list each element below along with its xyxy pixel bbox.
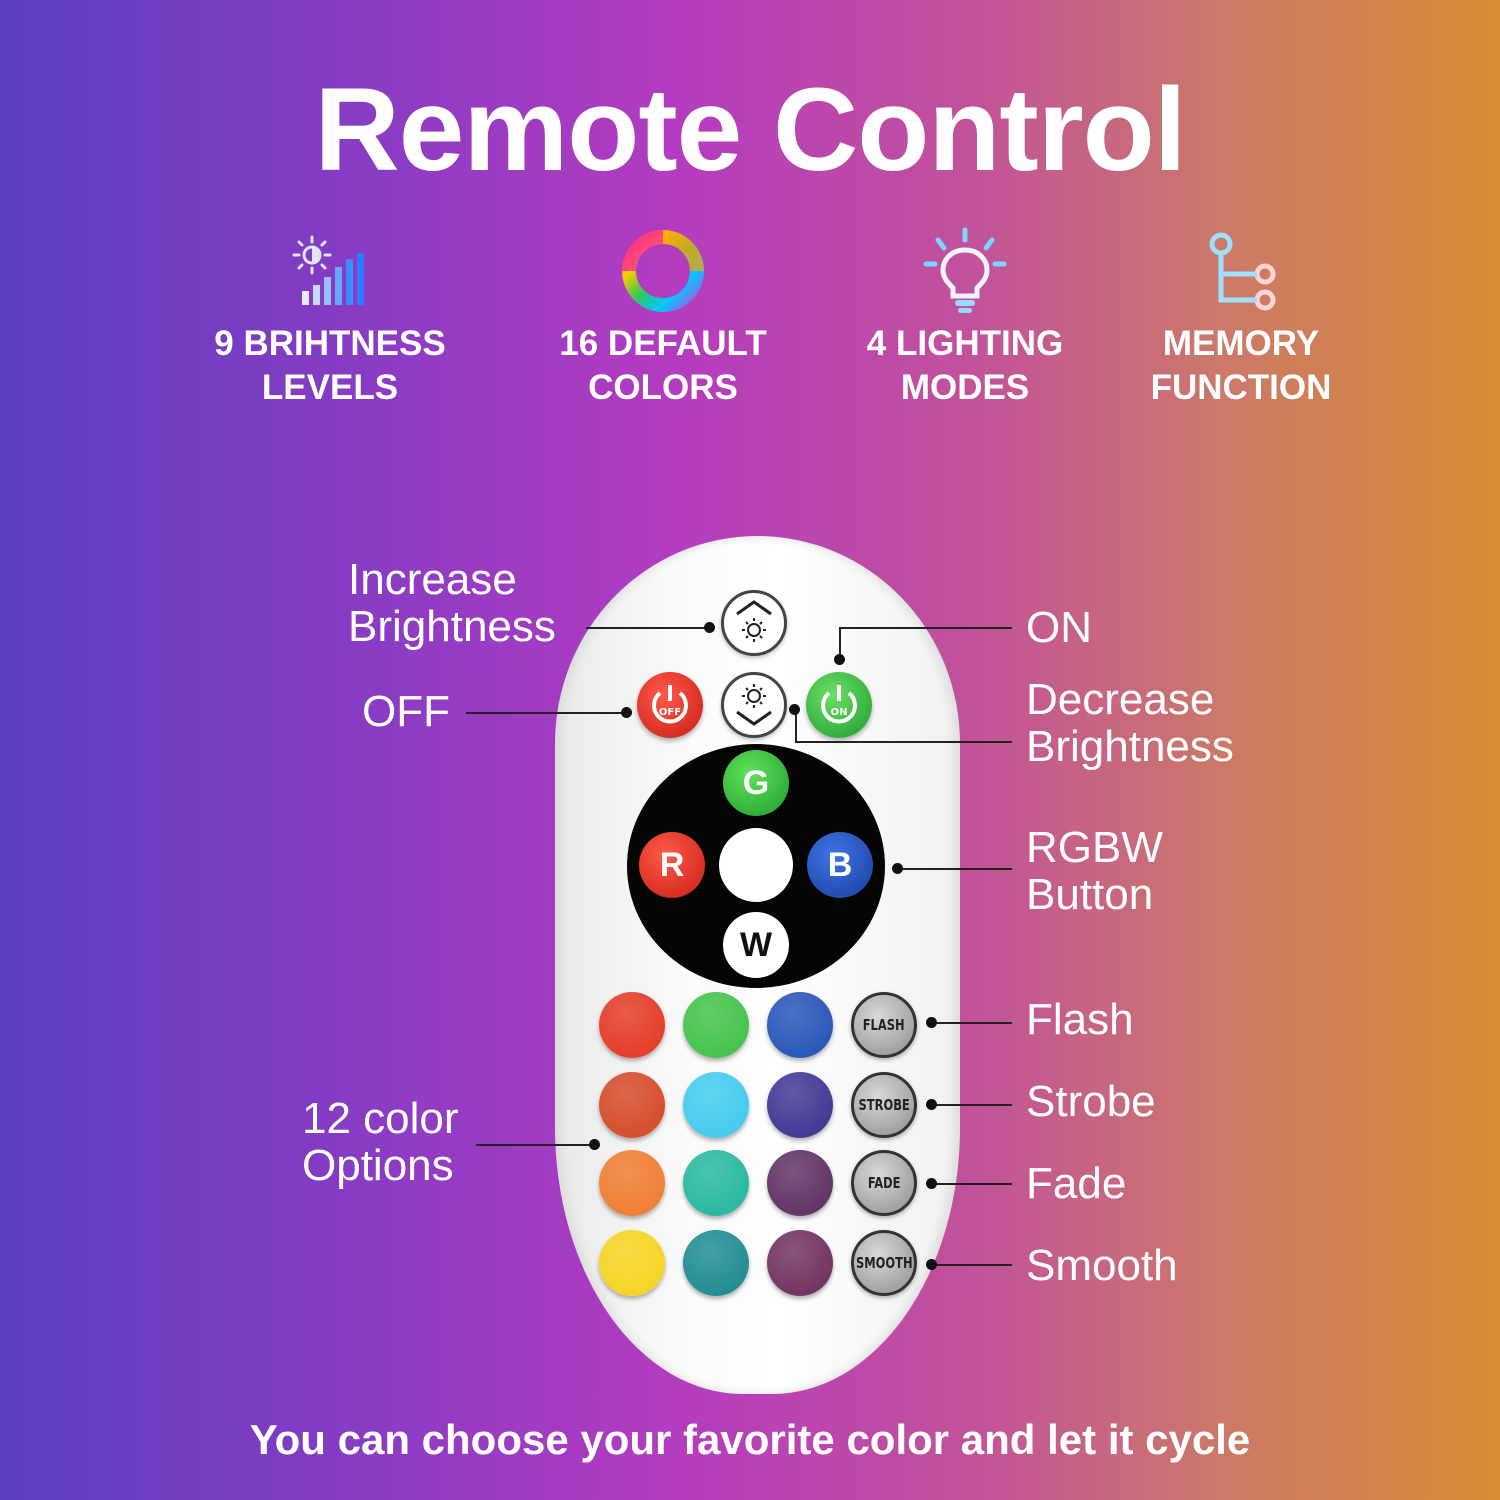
color-button[interactable] <box>767 992 833 1058</box>
leader-dot <box>926 1178 937 1189</box>
leader-line <box>931 1022 1012 1024</box>
feature-label: 4 LIGHTING MODES <box>866 324 1064 407</box>
off-button[interactable]: OFF <box>637 672 703 738</box>
leader-line <box>931 1183 1012 1185</box>
leader-dot <box>704 622 715 633</box>
fade-callout: Fade <box>1026 1159 1127 1208</box>
leader-dot <box>926 1099 937 1110</box>
color-button[interactable] <box>599 1072 665 1138</box>
leader-line <box>931 1264 1012 1266</box>
power-off-icon: OFF <box>652 685 688 724</box>
leader-line <box>898 868 1012 870</box>
color-button[interactable] <box>599 992 665 1058</box>
leader-line <box>586 627 710 629</box>
color-options-callout: 12 color Options <box>302 1094 459 1190</box>
feature-modes: 4 LIGHTING MODES <box>815 227 1115 410</box>
off-label: OFF <box>659 707 681 718</box>
g-button[interactable]: G <box>723 750 789 816</box>
decrease-brightness-button[interactable] <box>721 672 787 738</box>
feature-colors: 16 DEFAULT COLORS <box>513 228 813 410</box>
color-button[interactable] <box>767 1230 833 1296</box>
leader-dot <box>926 1259 937 1270</box>
fade-button-label: FADE <box>867 1174 901 1192</box>
leader-line <box>931 1104 1012 1106</box>
rgbw-wheel: G R B W <box>627 744 885 988</box>
leader-line <box>795 709 797 741</box>
leader-dot <box>621 707 632 718</box>
remote-control: OFF ON G R B W <box>555 536 960 1394</box>
leader-dot <box>926 1017 937 1028</box>
brightness-down-icon <box>736 684 772 726</box>
b-button[interactable]: B <box>807 832 873 898</box>
off-callout: OFF <box>362 687 450 736</box>
on-label: ON <box>831 707 848 718</box>
power-on-icon: ON <box>821 685 857 724</box>
color-button[interactable] <box>683 1230 749 1296</box>
increase-brightness-callout: Increase Brightness <box>348 555 556 651</box>
leader-dot <box>589 1139 600 1150</box>
strobe-button-label: STROBE <box>858 1096 910 1114</box>
leader-line <box>795 741 1012 743</box>
leader-dot <box>834 654 845 665</box>
fade-button[interactable]: FADE <box>851 1150 917 1216</box>
brightness-up-icon <box>736 600 772 642</box>
feature-label: MEMORY FUNCTION <box>1150 324 1332 407</box>
strobe-button[interactable]: STROBE <box>851 1072 917 1138</box>
flash-button[interactable]: FLASH <box>851 992 917 1058</box>
feature-memory: MEMORY FUNCTION <box>1091 228 1391 410</box>
leader-line <box>476 1144 594 1146</box>
leader-line <box>839 627 1012 629</box>
footer-text: You can choose your favorite color and l… <box>249 1416 1251 1463</box>
increase-brightness-button[interactable] <box>721 590 787 656</box>
smooth-button[interactable]: SMOOTH <box>851 1230 917 1296</box>
color-button[interactable] <box>599 1150 665 1216</box>
color-button[interactable] <box>683 1072 749 1138</box>
color-button[interactable] <box>599 1230 665 1296</box>
color-button[interactable] <box>683 1150 749 1216</box>
leader-dot <box>789 704 800 715</box>
feature-label: 16 DEFAULT COLORS <box>559 324 767 407</box>
light-bulb-icon <box>923 227 1007 313</box>
color-button[interactable] <box>767 1072 833 1138</box>
center-button[interactable] <box>719 828 793 902</box>
leader-line <box>839 627 841 659</box>
r-button[interactable]: R <box>639 832 705 898</box>
w-button[interactable]: W <box>723 912 789 978</box>
leader-dot <box>892 863 903 874</box>
feature-brightness: 9 BRIHTNESS LEVELS <box>180 228 480 410</box>
color-button[interactable] <box>767 1150 833 1216</box>
memory-branch-icon <box>1209 232 1276 311</box>
decrease-brightness-callout: Decrease Brightness <box>1026 675 1234 771</box>
feature-label: 9 BRIHTNESS LEVELS <box>214 324 446 407</box>
color-ring-icon <box>622 230 704 312</box>
flash-callout: Flash <box>1026 995 1134 1044</box>
smooth-button-label: SMOOTH <box>855 1254 913 1272</box>
page-title: Remote Control <box>314 64 1187 196</box>
leader-line <box>466 712 626 714</box>
on-button[interactable]: ON <box>806 672 872 738</box>
flash-button-label: FLASH <box>863 1016 905 1034</box>
strobe-callout: Strobe <box>1026 1077 1156 1126</box>
smooth-callout: Smooth <box>1026 1241 1178 1290</box>
on-callout: ON <box>1026 603 1092 652</box>
rgbw-callout: RGBW Button <box>1026 823 1163 919</box>
color-button[interactable] <box>683 992 749 1058</box>
brightness-bars-icon <box>292 235 364 305</box>
